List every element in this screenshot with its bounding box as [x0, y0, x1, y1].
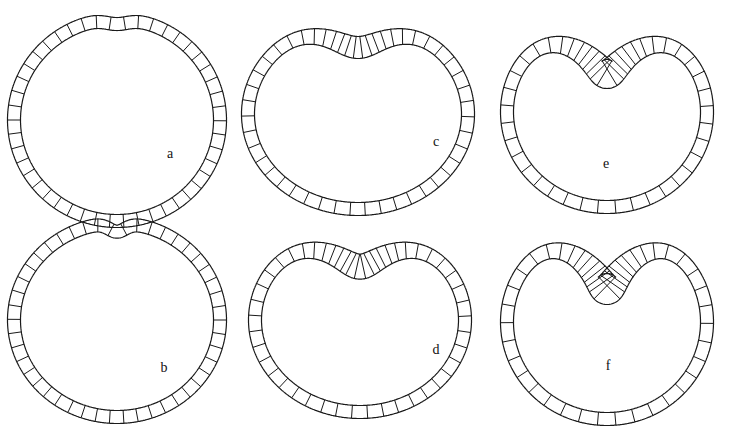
cell-wall — [501, 243, 714, 425]
inner-surface — [255, 44, 462, 202]
stage-letter: c — [433, 135, 439, 149]
cell-wall — [242, 29, 475, 216]
embryo-stage — [501, 243, 714, 426]
cell-wall — [8, 16, 227, 228]
embryo-stage — [242, 29, 475, 216]
outer-surface — [501, 243, 714, 426]
inner-surface — [514, 259, 701, 413]
inner-surface — [21, 232, 214, 411]
stage-letter: b — [161, 361, 168, 375]
embryo-stage — [501, 36, 714, 213]
embryo-stage — [8, 219, 227, 424]
outer-surface — [501, 36, 714, 213]
inner-surface — [21, 29, 214, 215]
outer-surface — [242, 29, 475, 216]
embryo-stage — [249, 242, 472, 418]
outer-surface — [249, 242, 472, 418]
cell-wall — [8, 219, 227, 423]
stage-letter: f — [606, 359, 611, 373]
inner-surface — [262, 258, 459, 405]
outer-surface — [8, 16, 227, 228]
cell-wall — [249, 242, 472, 418]
embryo-stage — [8, 16, 227, 228]
stage-letter: d — [433, 343, 440, 357]
stage-letter: a — [167, 147, 173, 161]
outer-surface — [8, 219, 227, 424]
stage-letter: e — [603, 157, 609, 171]
cell-wall — [501, 36, 714, 213]
